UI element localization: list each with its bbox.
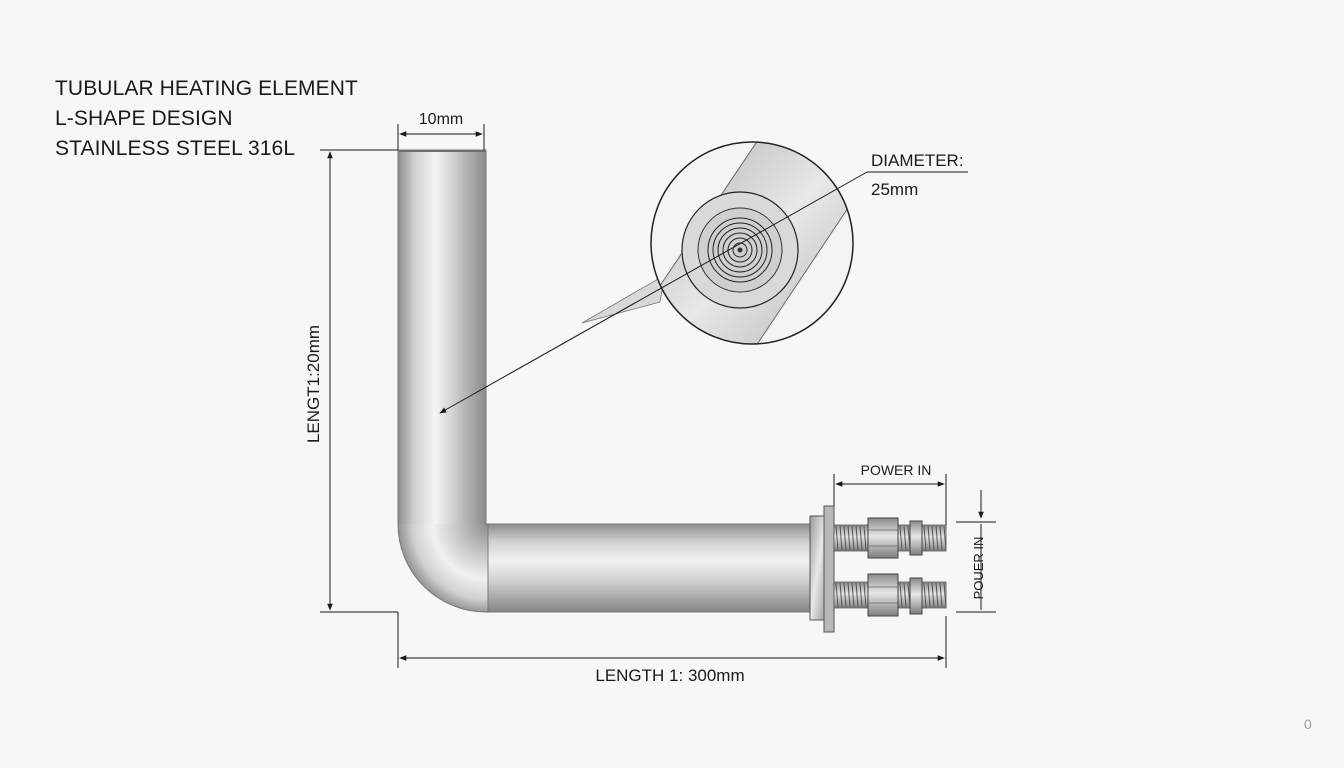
vertical-length-label: LENGT1:20mm: [304, 325, 323, 443]
lower-lock-nut: [909, 577, 923, 615]
bolt-thread: [923, 582, 927, 608]
tubular-heating-element: [397, 149, 813, 613]
title-line-3: STAINLESS STEEL 316L: [55, 137, 296, 160]
bolt-thread: [835, 525, 839, 551]
bolt-thread: [923, 525, 927, 551]
detail-circle: [650, 141, 854, 345]
bolt-thread: [899, 525, 903, 551]
bolt-thread: [839, 525, 843, 551]
terminal-flange: [823, 505, 835, 633]
terminal-assembly: [809, 505, 947, 633]
bolt-thread: [843, 582, 847, 608]
detail-callout: [439, 141, 968, 414]
bolt-thread: [847, 582, 851, 608]
bolt-thread: [927, 525, 931, 551]
bolt-thread: [939, 582, 943, 608]
horizontal-length-label: LENGTH 1: 300mm: [595, 666, 744, 685]
title-line-1: TUBULAR HEATING ELEMENT: [55, 77, 358, 100]
callout-leader: [439, 171, 868, 414]
upper-lock-nut: [909, 520, 923, 556]
vertical-tube: [397, 149, 487, 527]
power-in-vertical-label: POUER IN: [971, 537, 986, 600]
bolt-thread: [855, 582, 859, 608]
bolt-thread: [927, 582, 931, 608]
bolt-thread: [931, 582, 935, 608]
diameter-value: 25mm: [871, 180, 918, 199]
bolt-thread: [863, 582, 867, 608]
top-width-label: 10mm: [419, 111, 463, 128]
bolt-thread: [847, 525, 851, 551]
lower-nut: [867, 573, 899, 617]
bolt-thread: [935, 525, 939, 551]
bolt-thread: [903, 525, 907, 551]
bolt-thread: [931, 525, 935, 551]
power-in-horizontal-label: POWER IN: [861, 462, 932, 478]
bolt-thread: [943, 525, 947, 551]
bolt-thread: [835, 582, 839, 608]
bolt-thread: [843, 525, 847, 551]
page-number: 0: [1304, 716, 1312, 732]
horizontal-tube: [487, 523, 813, 613]
bolt-thread: [859, 582, 863, 608]
callout-cone: [581, 274, 666, 324]
bolt-thread: [851, 582, 855, 608]
title-block: TUBULAR HEATING ELEMENT L-SHAPE DESIGN S…: [55, 74, 358, 164]
bolt-thread: [851, 525, 855, 551]
upper-terminal-bolt: [833, 517, 947, 559]
lower-terminal-bolt: [833, 573, 947, 617]
bolt-thread: [939, 525, 943, 551]
bolt-thread: [903, 582, 907, 608]
diameter-label: DIAMETER:: [871, 151, 964, 170]
bolt-thread: [839, 582, 843, 608]
tube-bend: [397, 524, 488, 613]
title-line-2: L-SHAPE DESIGN: [55, 107, 233, 130]
bolt-thread: [855, 525, 859, 551]
dimension-lines: [320, 124, 996, 668]
bolt-thread: [863, 525, 867, 551]
upper-nut: [867, 517, 899, 559]
bolt-thread: [859, 525, 863, 551]
bolt-thread: [935, 582, 939, 608]
bolt-thread: [899, 582, 903, 608]
bolt-thread: [943, 582, 947, 608]
